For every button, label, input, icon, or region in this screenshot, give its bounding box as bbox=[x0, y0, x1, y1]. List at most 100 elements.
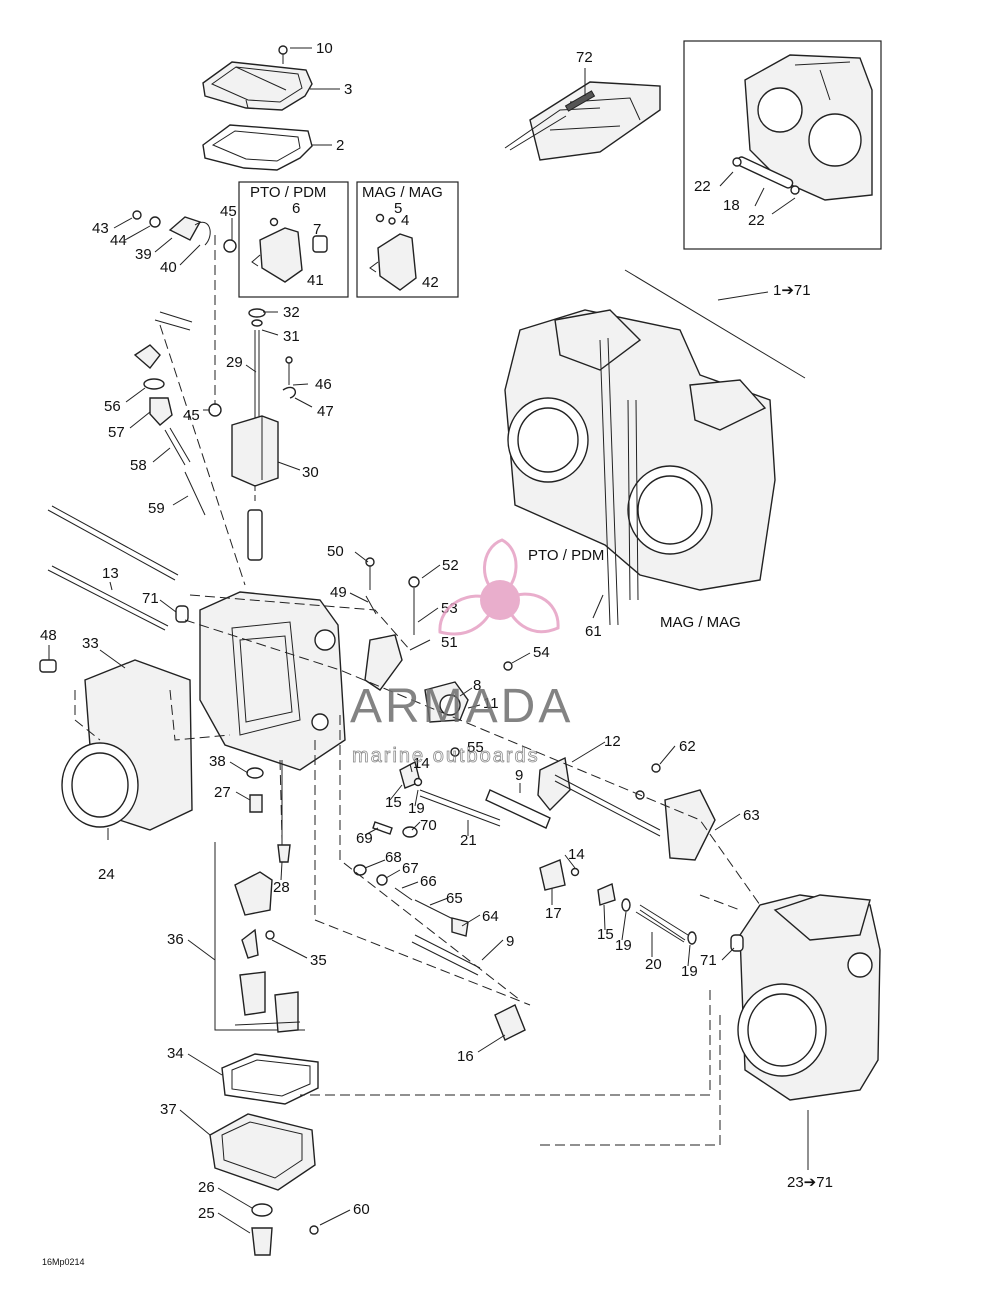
callout-label: 17 bbox=[545, 905, 562, 922]
mag-mag-box: MAG / MAG bbox=[356, 181, 459, 298]
cover-gasket bbox=[202, 124, 313, 171]
float-bowl bbox=[209, 1113, 319, 1256]
slide-assembly bbox=[231, 308, 297, 561]
callout-label: 9 bbox=[515, 767, 523, 784]
twin-carburetor-assembly bbox=[504, 309, 776, 626]
callout-label: 22 bbox=[748, 212, 765, 229]
callout-label: 5 bbox=[394, 200, 402, 217]
propeller-logo-icon bbox=[438, 538, 560, 636]
callout-label: 29 bbox=[226, 354, 243, 371]
callout-label: 64 bbox=[482, 908, 499, 925]
callout-label: 6 bbox=[292, 200, 300, 217]
callout-label: 27 bbox=[214, 784, 231, 801]
callout-label: 63 bbox=[743, 807, 760, 824]
callout-label: 38 bbox=[209, 753, 226, 770]
small-screw-48 bbox=[39, 659, 57, 673]
callout-label: 28 bbox=[273, 879, 290, 896]
mag-mag-caption: MAG / MAG bbox=[660, 614, 741, 631]
callout-label: 25 bbox=[198, 1205, 215, 1222]
callout-label: 33 bbox=[82, 635, 99, 652]
callout-labels: 10 3 2 72 22 18 22 6 7 41 5 4 42 43 44 3… bbox=[40, 40, 833, 1222]
callout-label: 72 bbox=[576, 49, 593, 66]
callout-label: 57 bbox=[108, 424, 125, 441]
callout-label: 19 bbox=[681, 963, 698, 980]
lower-linkage bbox=[399, 760, 697, 945]
synchronization-tool bbox=[504, 81, 661, 161]
needle-valve-stack bbox=[133, 311, 206, 516]
callout-label: 7 bbox=[313, 221, 321, 238]
assembly-guide-lines bbox=[74, 235, 761, 1146]
callout-label: 68 bbox=[385, 849, 402, 866]
pto-pdm-caption: PTO / PDM bbox=[528, 547, 604, 564]
callout-label: 36 bbox=[167, 931, 184, 948]
callout-label: 20 bbox=[645, 956, 662, 973]
callout-label: 18 bbox=[723, 197, 740, 214]
callout-label: 1➔71 bbox=[773, 282, 811, 299]
adjuster-screws bbox=[353, 821, 526, 1041]
callout-label: 45 bbox=[220, 203, 237, 220]
intake-flange bbox=[61, 659, 193, 831]
callout-label: 3 bbox=[344, 81, 352, 98]
callout-label: 14 bbox=[413, 755, 430, 772]
shafts-and-levers bbox=[419, 756, 716, 861]
single-carburetor bbox=[730, 894, 881, 1101]
callout-label: 55 bbox=[467, 739, 484, 756]
leader-lines bbox=[48, 47, 809, 1234]
callout-label: 14 bbox=[568, 846, 585, 863]
lever-small-parts bbox=[132, 210, 237, 417]
jets bbox=[246, 760, 291, 863]
linkage-parts bbox=[364, 557, 513, 757]
callout-label: 56 bbox=[104, 398, 121, 415]
assembly-bracket-top bbox=[624, 269, 806, 379]
callout-label: 10 bbox=[316, 40, 333, 57]
callout-label: 41 bbox=[307, 272, 324, 289]
shaft-detail-box bbox=[683, 40, 882, 250]
main-carburetor-body bbox=[199, 591, 346, 771]
callout-label: 51 bbox=[441, 634, 458, 651]
callout-label: 32 bbox=[283, 304, 300, 321]
callout-label: 65 bbox=[446, 890, 463, 907]
callout-label: 48 bbox=[40, 627, 57, 644]
callout-label: 60 bbox=[353, 1201, 370, 1218]
callout-label: 19 bbox=[615, 937, 632, 954]
callout-label: 39 bbox=[135, 246, 152, 263]
callout-label: 21 bbox=[460, 832, 477, 849]
mag-mag-box-title: MAG / MAG bbox=[362, 184, 443, 201]
callout-label: 19 bbox=[408, 800, 425, 817]
callout-label: 24 bbox=[98, 866, 115, 883]
cap-71 bbox=[175, 605, 189, 623]
callout-label: 45 bbox=[183, 407, 200, 424]
callout-label: 40 bbox=[160, 259, 177, 276]
callout-label: 52 bbox=[442, 557, 459, 574]
callout-label: 49 bbox=[330, 584, 347, 601]
armada-watermark: ARMADA marine outboards bbox=[350, 538, 570, 767]
long-rods bbox=[47, 505, 179, 631]
callout-label: 16 bbox=[457, 1048, 474, 1065]
callout-label: 50 bbox=[327, 543, 344, 560]
float-assembly bbox=[214, 842, 305, 1033]
callout-label: 8 bbox=[473, 677, 481, 694]
callout-label: 54 bbox=[533, 644, 550, 661]
callout-label: 23➔71 bbox=[787, 1174, 833, 1191]
bowl-gasket bbox=[221, 1053, 319, 1105]
callout-label: 47 bbox=[317, 403, 334, 420]
float-chamber-cover bbox=[202, 45, 313, 111]
callout-label: 44 bbox=[110, 232, 127, 249]
callout-label: 43 bbox=[92, 220, 109, 237]
callout-label: 11 bbox=[483, 695, 499, 712]
callout-label: 34 bbox=[167, 1045, 184, 1062]
callout-label: 69 bbox=[356, 830, 373, 847]
callout-label: 31 bbox=[283, 328, 300, 345]
callout-label: 66 bbox=[420, 873, 437, 890]
callout-label: 71 bbox=[700, 952, 717, 969]
callout-label: 9 bbox=[506, 933, 514, 950]
callout-label: 22 bbox=[694, 178, 711, 195]
pto-pdm-box-title: PTO / PDM bbox=[250, 184, 326, 201]
callout-label: 61 bbox=[585, 623, 602, 640]
callout-label: 2 bbox=[336, 137, 344, 154]
callout-label: 59 bbox=[148, 500, 165, 517]
callout-label: 42 bbox=[422, 274, 439, 291]
figure-code: 16Mp0214 bbox=[42, 1257, 85, 1267]
callout-label: 4 bbox=[401, 212, 409, 229]
